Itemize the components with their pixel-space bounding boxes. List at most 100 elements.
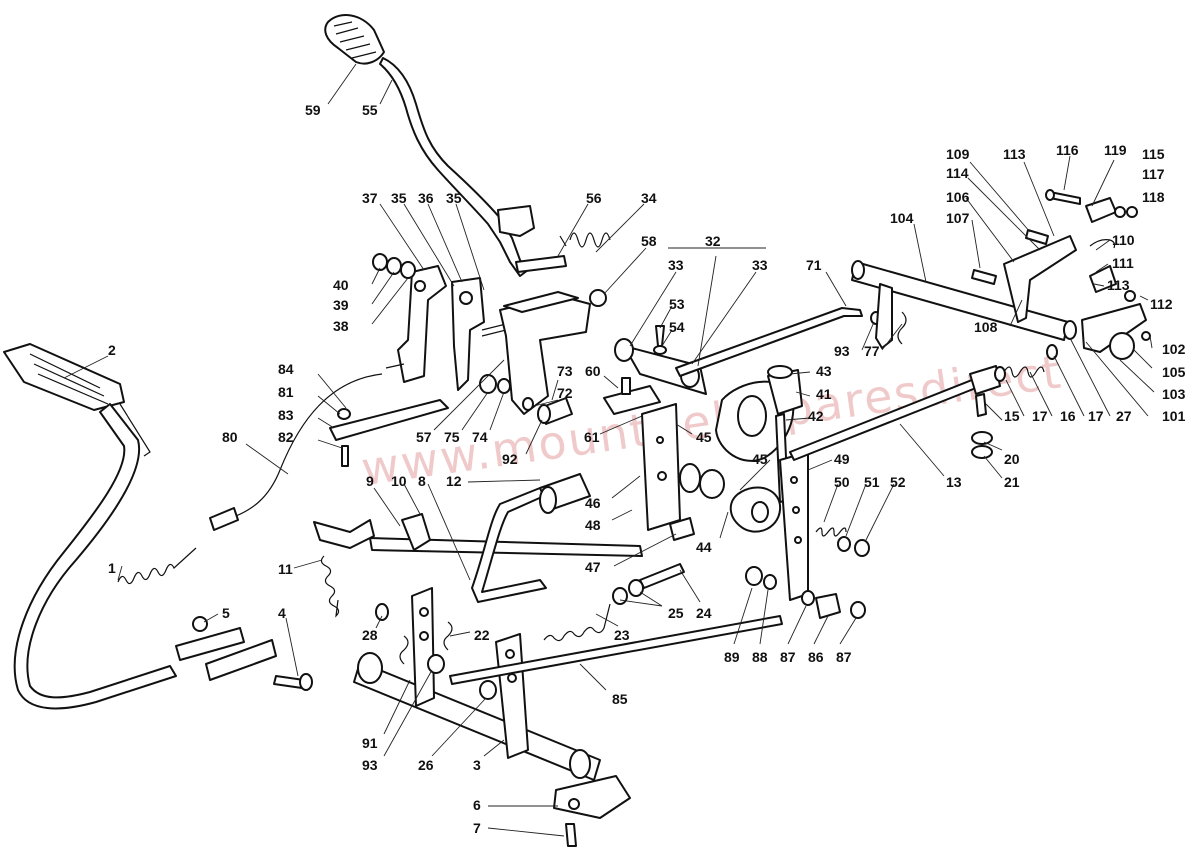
pin-26 (479, 680, 497, 700)
bolt-24 (639, 563, 685, 589)
pivot-bracket-57 (499, 295, 591, 415)
callout-105: 105 (1162, 364, 1186, 380)
callout-3: 3 (473, 757, 481, 773)
washer-88 (763, 574, 777, 590)
callout-32: 32 (705, 233, 721, 249)
bracket-108 (1003, 235, 1077, 323)
callout-89: 89 (724, 649, 740, 665)
cam-slot (737, 395, 767, 437)
bolt-7 (565, 823, 577, 847)
arm-hole (419, 607, 429, 617)
callout-109: 109 (946, 146, 970, 162)
callout-57: 57 (416, 429, 432, 445)
bolt-82 (341, 445, 349, 467)
bolt-head (1045, 189, 1055, 201)
shaft-arm (875, 283, 893, 349)
rod-71 (675, 307, 863, 377)
callout-28: 28 (362, 627, 378, 643)
washer-46 (699, 469, 725, 499)
callout-4: 4 (278, 605, 286, 621)
washer-93-lower (427, 654, 445, 674)
callout-41: 41 (816, 386, 832, 402)
cable-80 (235, 373, 383, 517)
callout-111: 111 (1112, 255, 1134, 271)
screw-60 (621, 377, 631, 395)
spring-23 (543, 603, 611, 642)
gear-lever-bracket (497, 205, 535, 237)
callout-5: 5 (222, 605, 230, 621)
callout-93b: 93 (362, 757, 378, 773)
callout-17: 17 (1032, 408, 1048, 424)
callout-56: 56 (586, 190, 602, 206)
callout-9: 9 (366, 473, 374, 489)
callout-39: 39 (333, 297, 349, 313)
callout-116: 116 (1056, 142, 1079, 158)
callout-72: 72 (557, 385, 573, 401)
callout-110: 110 (1112, 232, 1135, 248)
pedal-2 (3, 343, 125, 411)
bracket-60 (603, 385, 661, 415)
callout-113: 113 (1003, 146, 1026, 162)
callout-24: 24 (696, 605, 712, 621)
callout-labels: 59 55 56 34 58 37 35 36 35 32 33 33 71 1… (108, 102, 1186, 836)
callout-33: 33 (668, 257, 684, 273)
bracket-35 (451, 277, 485, 391)
lever-hole (794, 536, 802, 544)
callout-58: 58 (641, 233, 657, 249)
u-rod-12 (471, 487, 547, 603)
washers-40-39-38 (372, 253, 416, 279)
pedal-grip (29, 353, 109, 405)
nut-87 (850, 601, 866, 619)
callout-45: 45 (696, 429, 712, 445)
callout-22: 22 (474, 627, 490, 643)
callout-112: 112 (1150, 296, 1173, 312)
callout-12: 12 (446, 473, 462, 489)
callout-43: 43 (816, 363, 832, 379)
callout-87b: 87 (836, 649, 852, 665)
bracket-top (503, 291, 579, 313)
bush-33-left (614, 338, 634, 362)
lever-49 (779, 451, 809, 601)
callout-102: 102 (1162, 341, 1186, 357)
callout-87: 87 (780, 649, 796, 665)
pedal-link (119, 403, 151, 457)
spring-11 (320, 555, 340, 618)
washer-51 (837, 536, 851, 552)
bracket-37 (397, 265, 447, 383)
callout-42: 42 (808, 408, 824, 424)
plate-119 (1085, 197, 1117, 223)
callout-13: 13 (946, 474, 962, 490)
rod-85 (449, 615, 783, 685)
washer-87 (801, 590, 815, 606)
callout-60: 60 (585, 363, 601, 379)
callout-118: 118 (1142, 189, 1165, 205)
bolt-head (299, 673, 313, 691)
bracket-hole (568, 798, 580, 810)
callout-80: 80 (222, 429, 238, 445)
callout-1: 1 (108, 560, 116, 576)
callout-6: 6 (473, 797, 481, 813)
callout-46: 46 (585, 495, 601, 511)
callout-17b: 17 (1088, 408, 1104, 424)
nut-21 (971, 445, 993, 459)
block-86 (815, 593, 841, 619)
roller-end (539, 486, 557, 514)
pin-107 (971, 269, 997, 285)
spring-cable (117, 547, 197, 585)
washer-20 (971, 431, 993, 445)
lever-hole (790, 476, 798, 484)
washer-74 (497, 378, 511, 394)
callout-8: 8 (418, 473, 426, 489)
callout-48: 48 (585, 517, 601, 533)
callout-81: 81 (278, 384, 294, 400)
callout-84: 84 (278, 361, 294, 377)
callout-106: 106 (946, 189, 970, 205)
shaft-bracket-6 (553, 775, 631, 819)
callout-35: 35 (391, 190, 407, 206)
callout-35b: 35 (446, 190, 462, 206)
bolt-112 (1124, 290, 1136, 302)
bracket-9 (313, 519, 375, 549)
arm-hole (419, 631, 429, 641)
washer-17 (994, 366, 1006, 382)
bracket-hole (414, 280, 426, 292)
